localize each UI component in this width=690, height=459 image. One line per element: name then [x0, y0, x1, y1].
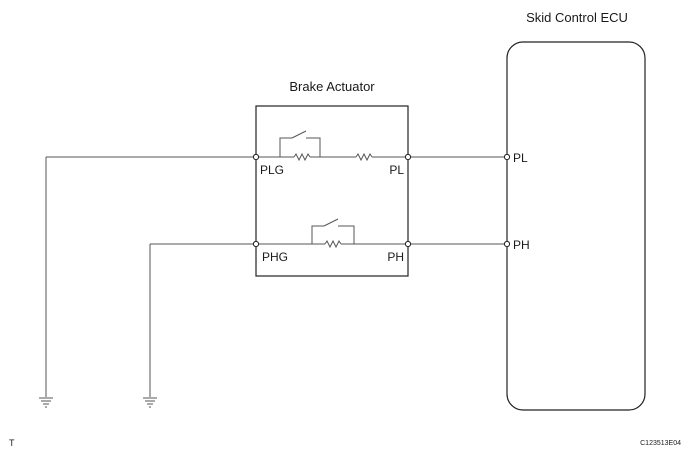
plg-label: PLG: [260, 163, 284, 177]
pl-ecu-label: PL: [513, 151, 528, 165]
ecu-box: [506, 41, 646, 411]
ph-ecu-terminal: [503, 240, 511, 248]
pl-resistor-2: [355, 152, 373, 162]
actuator-box: [255, 105, 409, 277]
ph-actuator-terminal: [404, 240, 412, 248]
ecu-title: Skid Control ECU: [526, 10, 628, 25]
pl-actuator-label: PL: [389, 163, 404, 177]
phg-label: PHG: [262, 250, 288, 264]
footer-left-mark: T: [9, 438, 15, 448]
pl-ecu-terminal: [503, 153, 511, 161]
actuator-title: Brake Actuator: [289, 79, 375, 94]
figure-code: C123513E04: [640, 440, 681, 447]
ph-ecu-label: PH: [513, 238, 530, 252]
ph-circuit: [149, 218, 511, 397]
pl-circuit: [45, 130, 511, 397]
phg-terminal: [252, 240, 260, 248]
ph-switch: [323, 218, 339, 227]
ground-symbol-right: [143, 397, 157, 408]
ph-actuator-label: PH: [387, 250, 404, 264]
ground-symbol-left: [39, 397, 53, 408]
ph-resistor: [324, 239, 342, 249]
pl-switch: [291, 130, 307, 139]
plg-terminal: [252, 153, 260, 161]
pl-actuator-terminal: [404, 153, 412, 161]
pl-resistor-1: [293, 152, 311, 162]
